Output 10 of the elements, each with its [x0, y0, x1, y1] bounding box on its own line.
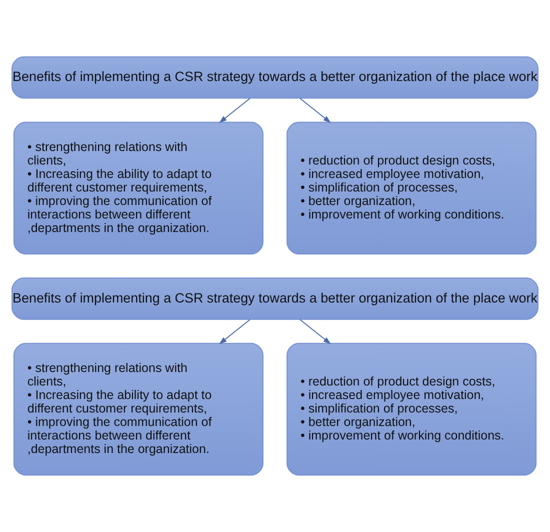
node-box: Benefits of implementing a CSR strategy towards a better organization of the place work — [12, 278, 538, 320]
arrow — [219, 98, 250, 123]
node-box: Benefits of implementing a CSR strategy towards a better organization of the place work — [12, 56, 538, 99]
arrow — [300, 98, 331, 123]
arrow — [300, 319, 331, 344]
arrow — [219, 319, 250, 344]
node-box: • strengthening relations with clients, • Increasing the ability to adapt to different customer requirements, • improving the communication of interactions between different ,departments in the organization. — [13, 342, 264, 476]
node-box: • reduction of product design costs, • increased employee motivation, • simplification of processes, • better organization, • improvement of working conditions. — [286, 122, 537, 254]
node-box: • reduction of product design costs, • increased employee motivation, • simplification of processes, • better organization, • improvement of working conditions. — [286, 342, 537, 476]
node-box: • strengthening relations with clients, • Increasing the ability to adapt to different customer requirements, • improving the communication of interactions between different ,departments in the organization. — [13, 122, 264, 254]
